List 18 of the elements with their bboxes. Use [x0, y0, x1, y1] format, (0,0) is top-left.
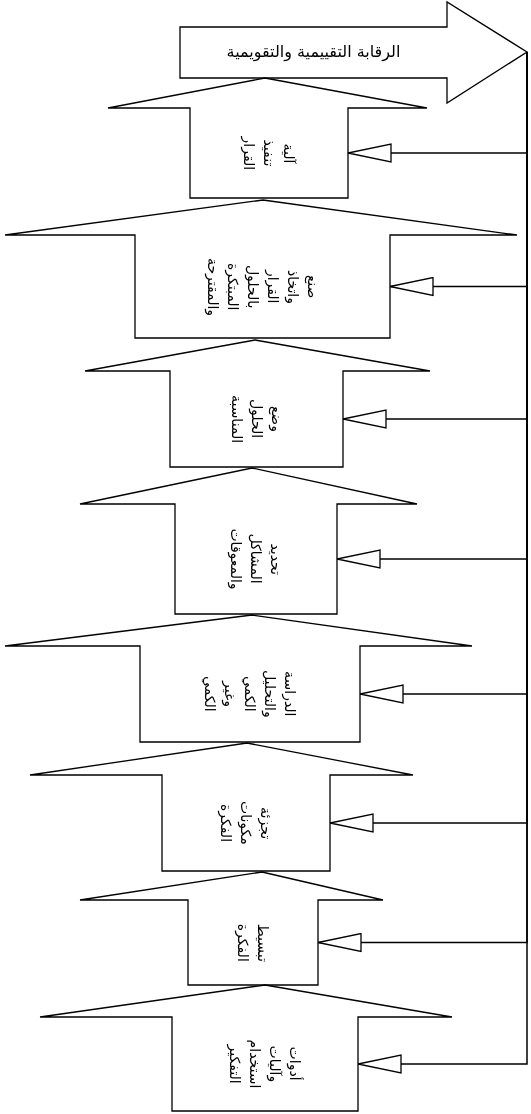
step-label: الرقابة التقييمية والتقويمية [226, 42, 401, 62]
step-block [80, 872, 383, 985]
step-block [108, 78, 427, 198]
step-block [5, 615, 472, 742]
step-label: صنع واتخاذ القرار بالحلول المبتكرة والمقترحة [203, 257, 322, 316]
step-block [40, 985, 452, 1111]
step-label: وضع الحلول المناسبة [227, 394, 286, 444]
step-label: أدوات وآليات استخدام التفكير [225, 1039, 305, 1089]
step-block [80, 468, 417, 614]
step-block [85, 340, 430, 467]
step-block [30, 743, 413, 871]
step-label: تبسيط الفكرة [234, 922, 272, 964]
step-label: تحديد المشاكل والمعوقات [226, 528, 285, 590]
block-arrow [180, 2, 527, 103]
step-label: الدراسة والتحليل الكمي وغير الكمي [201, 670, 299, 718]
step-label: تجزئة مكونات الفكرة [217, 800, 275, 847]
step-label: آلية تنفيذ القرار [239, 135, 298, 172]
step-block [5, 200, 517, 338]
